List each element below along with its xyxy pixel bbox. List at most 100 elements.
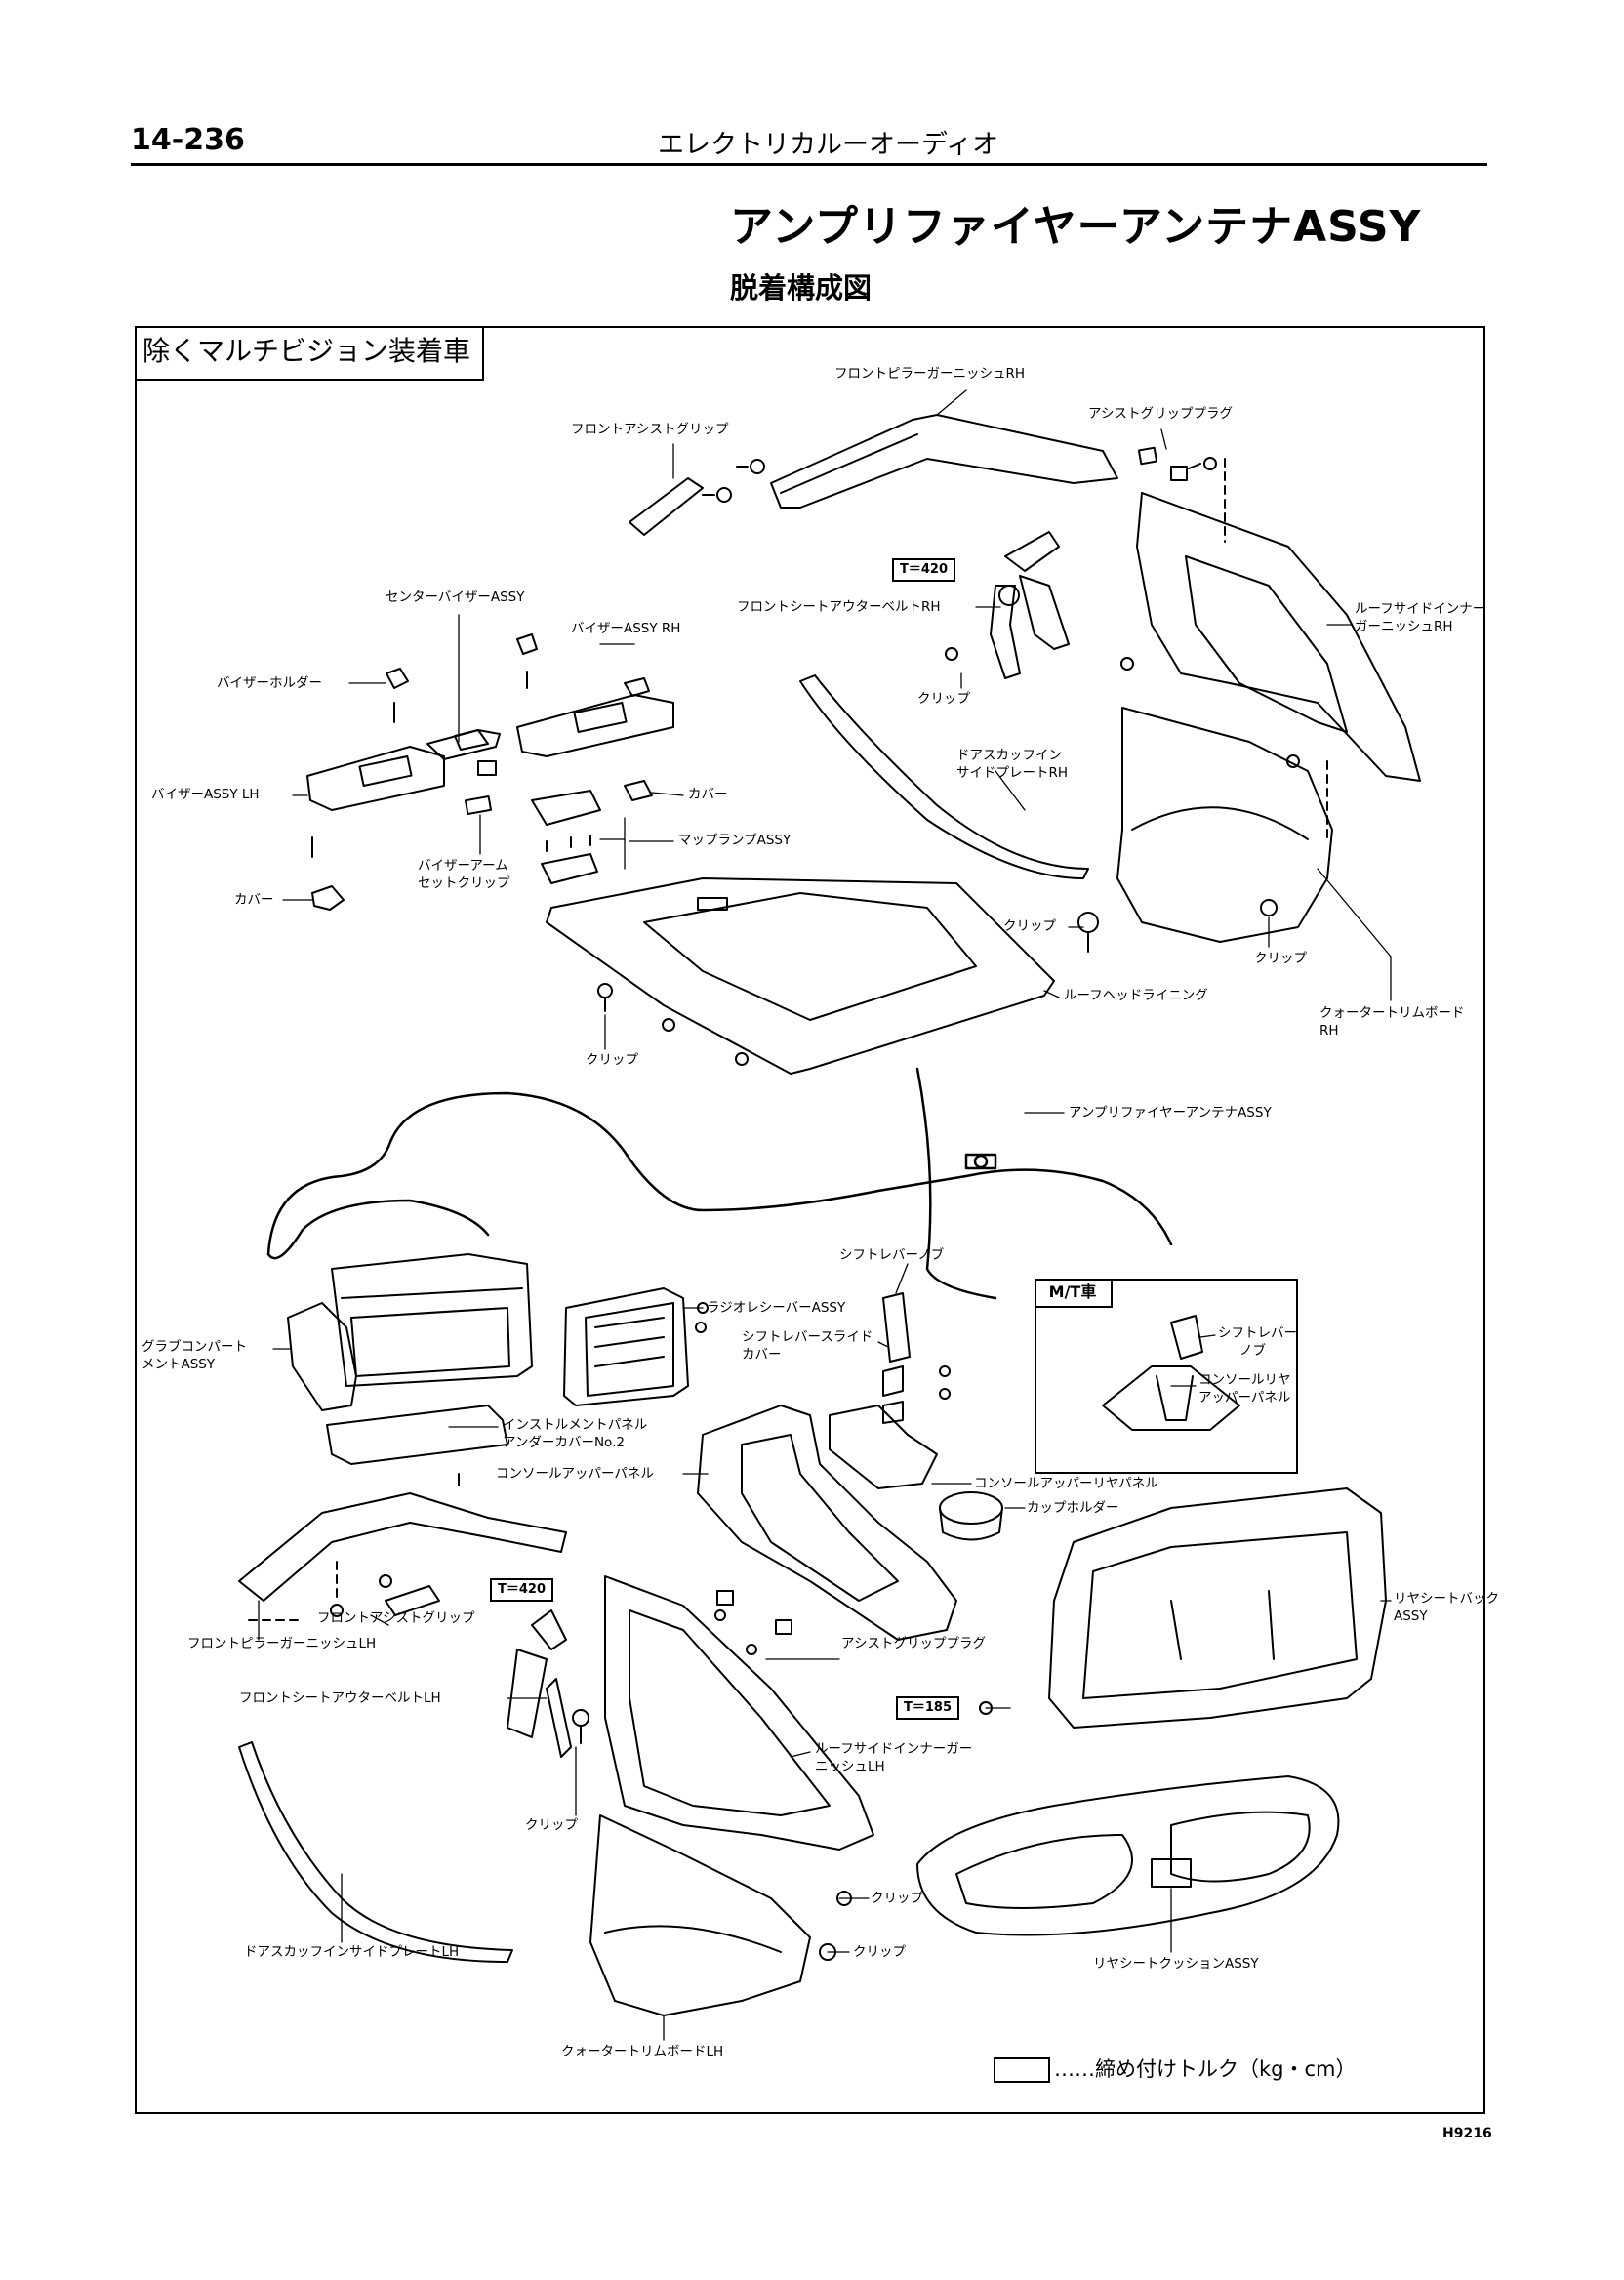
part-label: コンソールアッパーリヤパネル: [974, 1476, 1158, 1491]
part-label: カップホルダー: [1027, 1500, 1119, 1516]
part-label: インストルメントパネル: [503, 1417, 648, 1433]
part-label: コンソールアッパーパネル: [496, 1466, 654, 1482]
part-label: バイザーASSY RH: [571, 621, 681, 636]
part-label: フロントピラーガーニッシュLH: [187, 1636, 377, 1651]
rear-seat-back-part: [1048, 1487, 1387, 1729]
part-label: ドアスカッフイン: [956, 748, 1062, 763]
part-label: フロントアシストグリップ: [571, 422, 729, 437]
part-label: フロントピラーガーニッシュRH: [834, 366, 1026, 382]
part-label: クォータートリムボード: [1320, 1005, 1465, 1021]
part-label: ガーニッシュRH: [1355, 619, 1453, 634]
part-label: サイドプレートRH: [956, 765, 1069, 781]
part-label: RH: [1320, 1023, 1339, 1038]
front-assist-grip-lh-part: [330, 1574, 440, 1617]
part-label: ノブ: [1239, 1343, 1266, 1359]
visor-lh-part: [306, 746, 445, 811]
map-lamp-part: [531, 790, 601, 884]
front-seat-belt-lh-part: [507, 1609, 572, 1758]
roof-side-inner-garnish-lh-part: [604, 1575, 874, 1851]
leader-lines: [258, 389, 1392, 2041]
part-label: クリップ: [1254, 951, 1307, 966]
part-label: クリップ: [853, 1944, 906, 1960]
mt-inset-box: [1035, 1279, 1298, 1474]
quarter-trim-board-lh-part: [589, 1814, 811, 2016]
front-pillar-garnish-lh-part: [238, 1492, 567, 1621]
torque-legend-text: ……締め付けトルク（kg・cm）: [1054, 2057, 1357, 2081]
torque-box: T＝420: [490, 1578, 554, 1602]
part-label: ルーフサイドインナー: [1355, 601, 1486, 617]
part-label: セットクリップ: [418, 875, 510, 891]
part-label: マップランプASSY: [678, 833, 792, 848]
cover-parts: [311, 780, 653, 911]
part-label: クリップ: [917, 691, 970, 707]
section-title: エレクトリカルーオーディオ: [658, 130, 999, 160]
torque-box: T＝185: [896, 1696, 960, 1720]
condition-label: 除くマルチビジョン装着車: [135, 326, 484, 381]
ip-under-cover-part: [326, 1405, 508, 1486]
part-label: フロントシートアウターベルトLH: [239, 1690, 441, 1706]
figure-id: H9216: [1442, 2126, 1492, 2141]
glove-compartment-part: [287, 1253, 533, 1411]
part-label: コンソールリヤ: [1198, 1372, 1291, 1388]
page-title: アンプリファイヤーアンテナASSY: [730, 202, 1422, 252]
assist-grip-plug-lh-part: [714, 1590, 792, 1655]
part-label: バイザーASSY LH: [151, 787, 260, 802]
front-pillar-garnish-rh-part: [770, 414, 1118, 509]
part-label: ルーフサイドインナーガー: [815, 1741, 973, 1757]
part-label: メントASSY: [142, 1357, 216, 1372]
rear-seat-cushion-part: [916, 1775, 1340, 1936]
assist-grip-plug-rh-part: [1137, 446, 1217, 481]
door-scuff-plate-lh-part: [238, 1741, 513, 1963]
console-upper-panel-part: [697, 1405, 957, 1641]
part-label: フロントアシストグリップ: [317, 1610, 475, 1626]
radio-receiver-part: [563, 1287, 709, 1406]
cup-holder-part: [939, 1491, 1003, 1541]
visor-holder-part: [386, 633, 538, 723]
mt-inset-title: M/T車: [1035, 1279, 1113, 1308]
front-seat-belt-rh-part: [990, 531, 1070, 679]
part-label: アンダーカバーNo.2: [503, 1435, 625, 1450]
part-label: シフトレバー: [1218, 1325, 1297, 1341]
roof-headlining-part: [546, 877, 1055, 1075]
part-label: ASSY: [1394, 1608, 1428, 1624]
part-label: リヤシートバック: [1394, 1591, 1499, 1607]
torque-box: T＝420: [892, 558, 956, 582]
center-visor-part: [426, 729, 501, 760]
door-scuff-plate-rh-part: [799, 674, 1089, 879]
diagram-frame: [135, 326, 1485, 2114]
amplifier-antenna-part: [266, 1067, 1173, 1300]
part-label: カバー: [234, 892, 274, 908]
part-label: ニッシュLH: [815, 1759, 885, 1774]
part-label: クリップ: [1003, 918, 1056, 934]
visor-rh-part: [516, 677, 674, 757]
part-label: ルーフヘッドライニング: [1064, 988, 1208, 1003]
shift-knob-part: [882, 1292, 951, 1424]
quarter-trim-board-rh-part: [1116, 707, 1333, 943]
part-label: ドアスカッフインサイドプレートLH: [244, 1944, 460, 1960]
page-number: 14-236: [131, 123, 245, 157]
part-label: シフトレバースライド: [742, 1329, 873, 1345]
part-label: リヤシートクッションASSY: [1093, 1956, 1259, 1972]
part-label: カバー: [742, 1347, 782, 1363]
front-assist-grip-rh-part: [629, 459, 765, 536]
page-subtitle: 脱着構成図: [730, 271, 873, 305]
part-label: バイザーアーム: [418, 858, 508, 874]
roof-side-inner-garnish-rh-part: [1136, 458, 1421, 782]
part-label: アシストグリッププラグ: [841, 1636, 986, 1651]
part-label: アッパーパネル: [1198, 1390, 1291, 1405]
part-label: クリップ: [525, 1817, 578, 1833]
part-label: カバー: [688, 787, 728, 802]
part-label: クォータートリムボードLH: [561, 2044, 724, 2059]
part-label: グラブコンパート: [142, 1339, 247, 1355]
header-rule: [131, 163, 1487, 166]
part-label: クリップ: [586, 1052, 638, 1068]
part-label: アンプリファイヤーアンテナASSY: [1069, 1105, 1272, 1120]
part-label: センターバイザーASSY: [386, 590, 525, 605]
torque-legend-box: [994, 2057, 1050, 2083]
visor-arm-clip-part: [464, 760, 497, 815]
part-label: シフトレバーノブ: [839, 1247, 945, 1263]
part-label: アシストグリッププラグ: [1088, 406, 1233, 422]
part-label: クリップ: [871, 1891, 923, 1906]
mt-shift-knob-part: [1102, 1315, 1240, 1431]
